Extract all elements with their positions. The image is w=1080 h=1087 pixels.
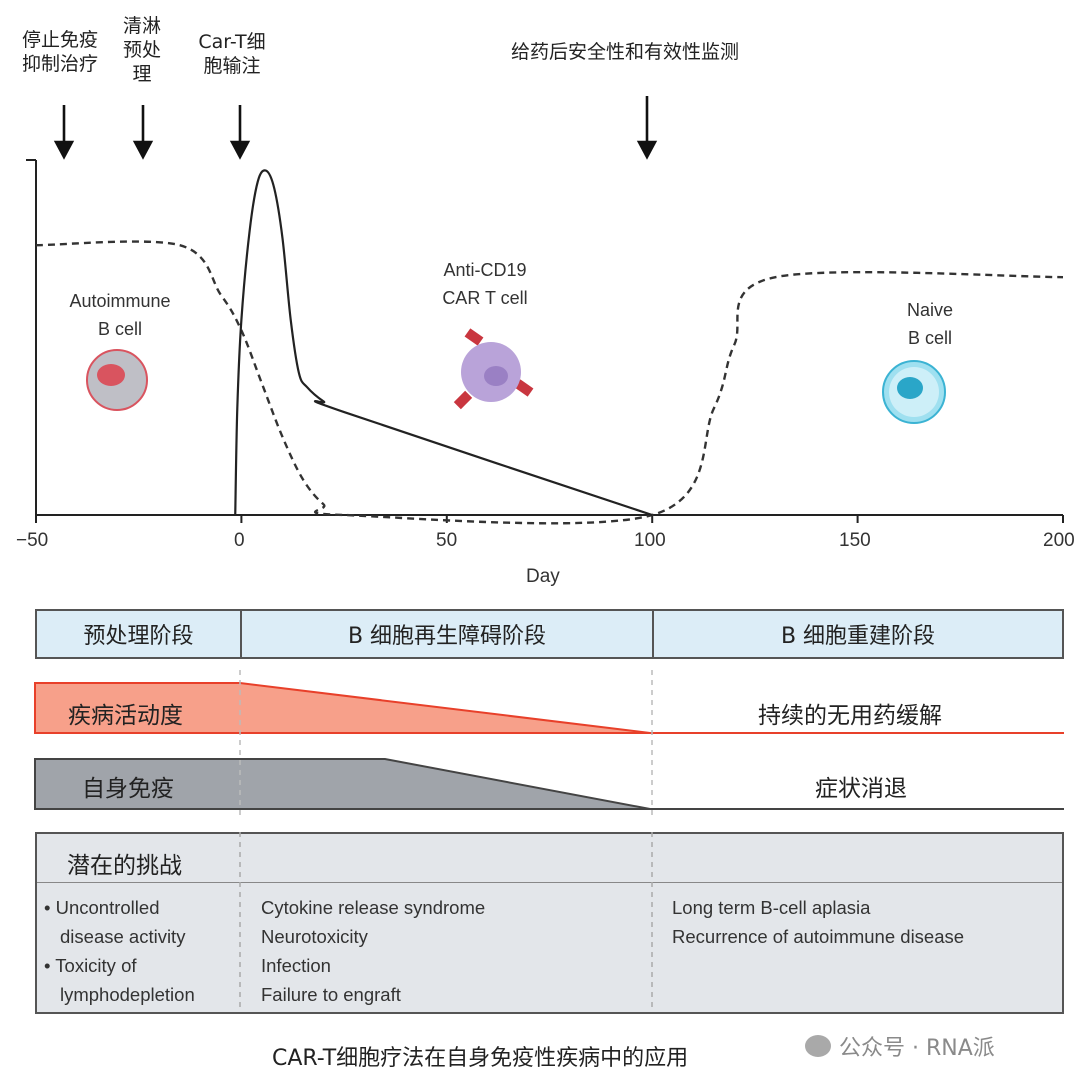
challenges-reconstitution: Long term B-cell aplasia Recurrence of a… bbox=[672, 893, 964, 951]
phase-b-cell-aplasia: B 细胞再生障碍阶段 bbox=[240, 609, 654, 659]
cart-cell-icon bbox=[453, 328, 534, 410]
x-tick-label: 0 bbox=[234, 530, 245, 551]
challenge-item: Recurrence of autoimmune disease bbox=[672, 926, 965, 947]
x-tick-label: 150 bbox=[839, 530, 871, 551]
wechat-icon bbox=[805, 1035, 831, 1057]
autoimmunity-label: 自身免疫 bbox=[82, 776, 174, 802]
cart-cell-level-line bbox=[234, 169, 653, 517]
b-cell-level-line bbox=[35, 240, 1064, 525]
challenges-box: 潜在的挑战 bbox=[35, 832, 1064, 1014]
watermark: 公众号 · RNA派 bbox=[805, 1030, 995, 1062]
autoimmune-b-cell-icon bbox=[86, 349, 148, 411]
challenge-item: • Toxicity of bbox=[44, 955, 137, 976]
challenge-item: Cytokine release syndrome bbox=[261, 897, 486, 918]
challenge-item: disease activity bbox=[60, 926, 186, 947]
naive-b-cell-label: Naive B cell bbox=[906, 300, 954, 348]
naive-b-cell-icon bbox=[882, 360, 946, 424]
x-tick-label: −50 bbox=[16, 530, 49, 551]
x-axis-label: Day bbox=[526, 566, 560, 587]
challenges-header: 潜在的挑战 bbox=[37, 834, 1062, 883]
autoimmune-b-cell-label: Autoimmune B cell bbox=[69, 291, 171, 339]
drug-free-remission-label: 持续的无用药缓解 bbox=[758, 703, 942, 729]
x-tick-label: 200 bbox=[1043, 530, 1075, 551]
challenge-item: • Uncontrolled bbox=[44, 897, 160, 918]
challenges-title: 潜在的挑战 bbox=[67, 853, 182, 879]
lymphodepletion-label: 清淋 预处 理 bbox=[122, 15, 161, 85]
disease-activity-label: 疾病活动度 bbox=[68, 703, 183, 729]
x-ticks bbox=[35, 515, 1064, 523]
monitoring-label: 给药后安全性和有效性监测 bbox=[510, 41, 739, 63]
challenge-item: Long term B-cell aplasia bbox=[672, 897, 871, 918]
cell-kinetics-chart bbox=[26, 96, 1064, 525]
figure-caption: CAR-T细胞疗法在自身免疫性疾病中的应用 bbox=[272, 1046, 689, 1071]
x-tick-label: 50 bbox=[436, 530, 458, 551]
challenge-item: Failure to engraft bbox=[261, 984, 401, 1005]
stop-immunosuppression-label: 停止免疫 抑制治疗 bbox=[21, 29, 98, 75]
symptom-resolution-label: 症状消退 bbox=[815, 776, 907, 802]
challenges-aplasia: Cytokine release syndrome Neurotoxicity … bbox=[261, 893, 485, 1009]
challenge-dividers bbox=[239, 832, 653, 1012]
challenges-conditioning: • Uncontrolled disease activity • Toxici… bbox=[44, 893, 195, 1009]
challenge-item: Neurotoxicity bbox=[261, 926, 368, 947]
cart-infusion-label: Car-T细 胞输注 bbox=[198, 31, 266, 77]
activity-rows bbox=[34, 670, 1064, 820]
challenge-item: Infection bbox=[261, 955, 331, 976]
challenge-item: lymphodepletion bbox=[60, 984, 195, 1005]
cart-cell-label: Anti-CD19 CAR T cell bbox=[442, 260, 528, 308]
phase-conditioning: 预处理阶段 bbox=[35, 609, 242, 659]
timeline-arrows bbox=[53, 96, 658, 160]
x-tick-label: 100 bbox=[634, 530, 666, 551]
phase-b-cell-reconstitution: B 细胞重建阶段 bbox=[652, 609, 1064, 659]
